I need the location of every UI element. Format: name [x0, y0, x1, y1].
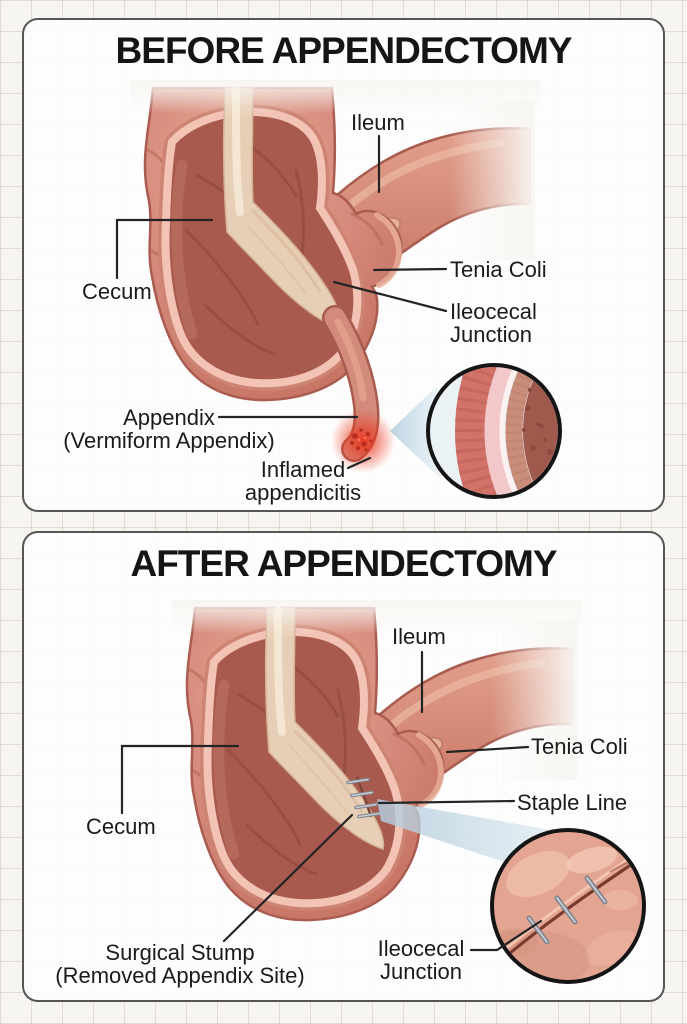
- label-line: (Removed Appendix Site): [55, 963, 305, 988]
- before-title: BEFORE APPENDECTOMY: [115, 30, 573, 71]
- label-ileum-before: Ileum: [351, 110, 405, 135]
- label-appendix: Appendix (Vermiform Appendix): [40, 406, 298, 452]
- label-ileocecal-junction-before: Ileocecal Junction: [450, 300, 537, 346]
- after-title: AFTER APPENDECTOMY: [130, 543, 557, 584]
- label-line: Junction: [380, 959, 462, 984]
- label-ileum-after: Ileum: [392, 624, 446, 649]
- label-tenia-coli-before: Tenia Coli: [450, 257, 547, 282]
- label-line: Junction: [450, 322, 532, 347]
- label-staple-line: Staple Line: [517, 790, 628, 815]
- label-line: Ileocecal: [450, 299, 537, 324]
- label-line: (Vermiform Appendix): [63, 428, 275, 453]
- label-tenia-coli-after: Tenia Coli: [531, 734, 628, 759]
- label-surgical-stump: Surgical Stump (Removed Appendix Site): [32, 941, 328, 987]
- label-line: Ileocecal: [377, 936, 465, 961]
- after-panel: [22, 531, 665, 1002]
- label-ileocecal-junction-after: Ileocecal Junction: [370, 937, 472, 983]
- label-cecum-before: Cecum: [82, 279, 152, 304]
- label-inflamed-appendicitis: Inflamed appendicitis: [212, 458, 394, 504]
- label-line: Appendix: [123, 405, 215, 430]
- label-line: Inflamed: [260, 457, 346, 482]
- label-line: appendicitis: [244, 480, 362, 505]
- label-line: Surgical Stump: [105, 940, 255, 965]
- label-cecum-after: Cecum: [86, 814, 156, 839]
